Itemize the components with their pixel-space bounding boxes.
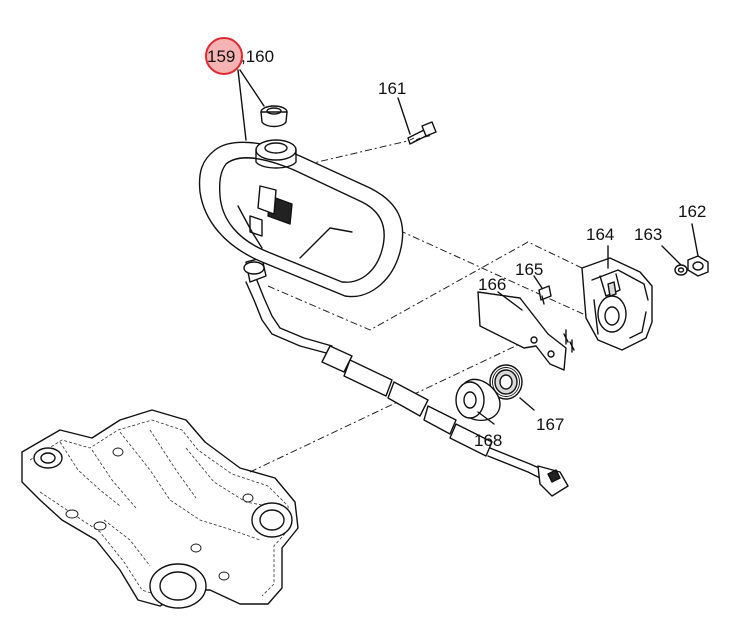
callout-leaders	[237, 69, 699, 425]
bearing-167-component	[489, 364, 523, 400]
bolt-161-component	[407, 121, 437, 145]
part-label-160[interactable]: ,160	[241, 47, 274, 66]
nut-162-component	[687, 255, 709, 277]
cable-tube-assembly	[245, 257, 569, 497]
part-label-161[interactable]: 161	[378, 79, 406, 98]
part-label-163[interactable]: 163	[634, 225, 662, 244]
part-label-166[interactable]: 166	[478, 275, 506, 294]
part-label-159[interactable]: 159	[207, 47, 235, 66]
frame-bracket-component	[21, 409, 299, 609]
cap-component	[260, 105, 288, 128]
washer-163-component	[674, 264, 688, 276]
part-label-168[interactable]: 168	[474, 431, 502, 450]
oval-housing-component	[198, 139, 404, 298]
plate-166-component	[477, 285, 575, 371]
part-label-167[interactable]: 167	[536, 415, 564, 434]
part-label-165[interactable]: 165	[515, 260, 543, 279]
sensor-164-component	[581, 257, 653, 351]
spacer-168-component	[455, 378, 501, 422]
part-label-162[interactable]: 162	[678, 202, 706, 221]
part-label-164[interactable]: 164	[586, 225, 614, 244]
highlight-circle[interactable]	[205, 37, 243, 75]
